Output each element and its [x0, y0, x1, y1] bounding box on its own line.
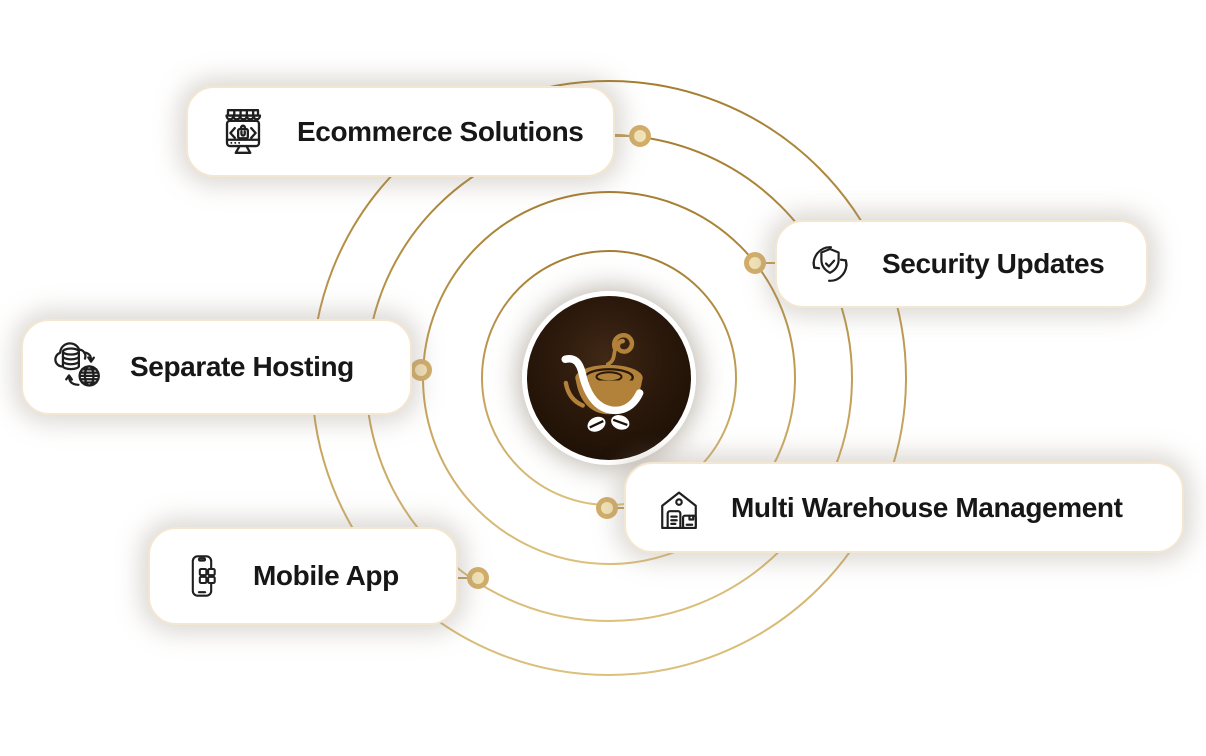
feature-label: Ecommerce Solutions — [297, 115, 584, 147]
feature-card-hosting: Separate Hosting — [21, 319, 412, 415]
feature-label: Multi Warehouse Management — [731, 491, 1123, 523]
storefront-monitor-icon — [212, 101, 274, 163]
feature-card-warehouse: Multi Warehouse Management — [624, 462, 1184, 553]
smartphone-app-grid-icon — [174, 548, 230, 604]
feature-card-security: Security Updates — [775, 220, 1148, 308]
orbit-dot — [629, 125, 651, 147]
coffee-cart-logo — [561, 333, 644, 432]
feature-card-mobile: Mobile App — [148, 527, 458, 625]
feature-label: Mobile App — [253, 560, 399, 591]
orbit-dot — [467, 567, 489, 589]
orbit-dot — [596, 497, 618, 519]
center-logo — [522, 291, 696, 465]
warehouse-package-icon — [650, 479, 708, 537]
database-globe-sync-icon — [47, 337, 107, 397]
orbit-dot — [744, 252, 766, 274]
feature-label: Security Updates — [882, 248, 1105, 279]
feature-card-ecommerce: Ecommerce Solutions — [186, 86, 615, 177]
orbit-dot — [410, 359, 432, 381]
orbit-dots — [410, 125, 766, 589]
shield-refresh-icon — [801, 235, 859, 293]
feature-label: Separate Hosting — [130, 351, 354, 382]
